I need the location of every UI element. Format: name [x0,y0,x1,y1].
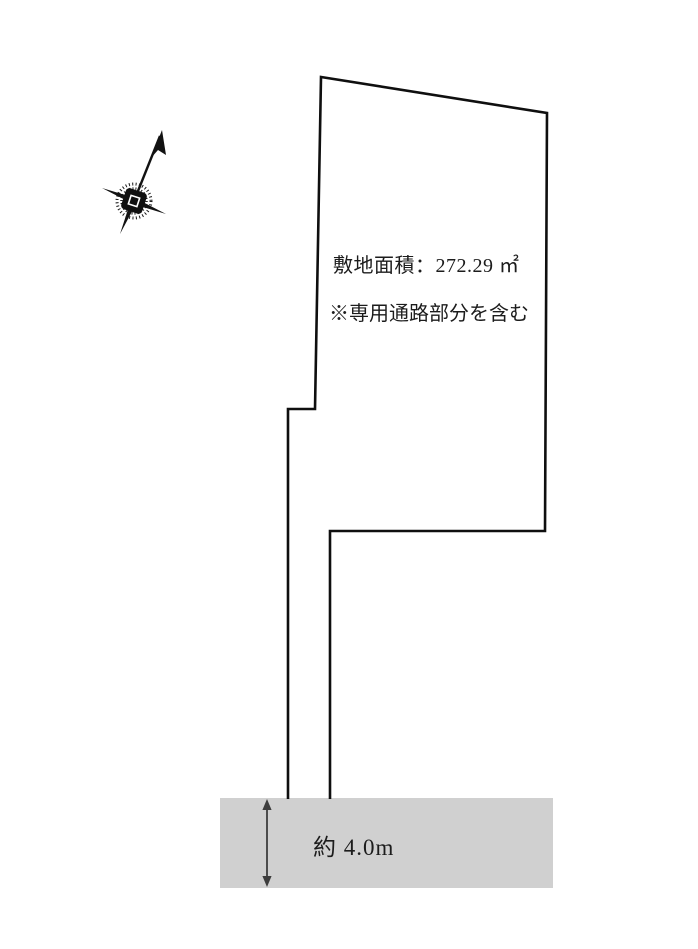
dimension-arrowhead-bottom [262,876,272,887]
road-area [220,798,553,888]
compass-dotted-ring-outer [115,182,153,220]
compass-center-mark [127,194,141,208]
compass-center-plate [121,188,147,214]
site-area-label: 敷地面積：272.29 ㎡ [333,255,520,277]
parcel-outline [286,75,549,799]
road-width-label: 約 4.0m [313,835,395,860]
road-width-dimension-arrow [262,799,272,887]
private-passage-note-label: ※専用通路部分を含む [329,303,529,325]
dimension-arrowhead-top [262,799,272,810]
compass-arrowhead [151,130,166,158]
compass-north-arrow-icon [102,130,166,234]
compass-dotted-ring-inner [120,187,148,215]
